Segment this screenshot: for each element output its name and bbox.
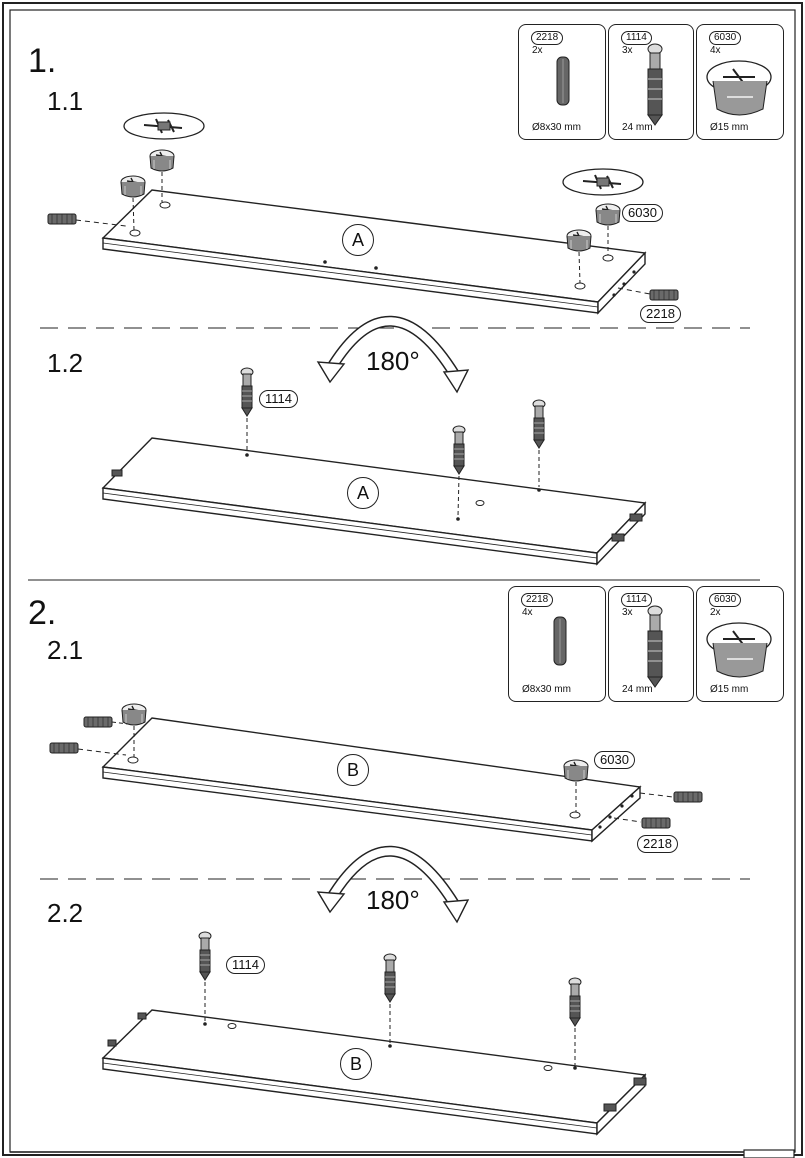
dowel-icon	[556, 56, 570, 106]
part-callout: 6030	[594, 751, 635, 769]
part-callout: 1114	[259, 390, 298, 408]
part-quantity: 3x	[622, 45, 633, 56]
substep-number: 2.2	[47, 898, 84, 928]
rotate-180-arrow-icon	[316, 845, 470, 924]
dowel-icon	[553, 616, 567, 666]
part-code: 6030	[709, 593, 742, 607]
parts-card-dowel: 2218 4x Ø8x30 mm	[508, 586, 606, 702]
parts-card-bolt: 1114 3x 24 mm	[608, 24, 694, 140]
part-code: 6030	[709, 31, 742, 45]
step-number: 1.	[28, 42, 57, 80]
part-callout: 2218	[640, 305, 681, 323]
parts-card-dowel: 2218 2x Ø8x30 mm	[518, 24, 606, 140]
part-code: 2218	[521, 593, 554, 607]
part-dimension: 24 mm	[622, 684, 653, 695]
parts-card-bolt: 1114 3x 24 mm	[608, 586, 694, 702]
step-number: 2.	[28, 594, 57, 632]
rotation-label: 180°	[366, 885, 420, 915]
part-callout: 2218	[637, 835, 678, 853]
cam-bolt-icon	[647, 43, 663, 126]
board-a-top-view	[101, 189, 647, 315]
part-code: 1114	[621, 593, 652, 607]
parts-card-cam: 6030 4x Ø15 mm	[696, 24, 784, 140]
rotate-180-arrow-icon	[316, 315, 470, 394]
cam-bolt-icon	[647, 605, 663, 688]
substep-number: 1.1	[47, 86, 84, 116]
substep-number: 1.2	[47, 348, 84, 378]
part-quantity: 2x	[710, 607, 721, 618]
panel-label: A	[342, 224, 374, 256]
cam-lock-icon	[706, 622, 772, 678]
part-code: 2218	[531, 31, 564, 45]
substep-number: 2.1	[47, 635, 84, 665]
part-callout: 1114	[226, 956, 265, 974]
part-dimension: Ø8x30 mm	[522, 684, 571, 695]
rotation-label: 180°	[366, 346, 420, 376]
part-quantity: 3x	[622, 607, 633, 618]
cam-lock-icon	[706, 60, 772, 116]
panel-label: B	[337, 754, 369, 786]
part-dimension: Ø15 mm	[710, 684, 749, 695]
part-dimension: 24 mm	[622, 122, 653, 133]
part-quantity: 4x	[522, 607, 533, 618]
parts-card-cam: 6030 2x Ø15 mm	[696, 586, 784, 702]
panel-label: A	[347, 477, 379, 509]
part-callout: 6030	[622, 204, 663, 222]
part-code: 1114	[621, 31, 652, 45]
board-b-top-view	[101, 717, 642, 843]
panel-label: B	[340, 1048, 372, 1080]
part-dimension: Ø8x30 mm	[532, 122, 581, 133]
part-quantity: 4x	[710, 45, 721, 56]
board-b-flipped-view	[101, 1009, 647, 1136]
part-dimension: Ø15 mm	[710, 122, 749, 133]
part-quantity: 2x	[532, 45, 543, 56]
